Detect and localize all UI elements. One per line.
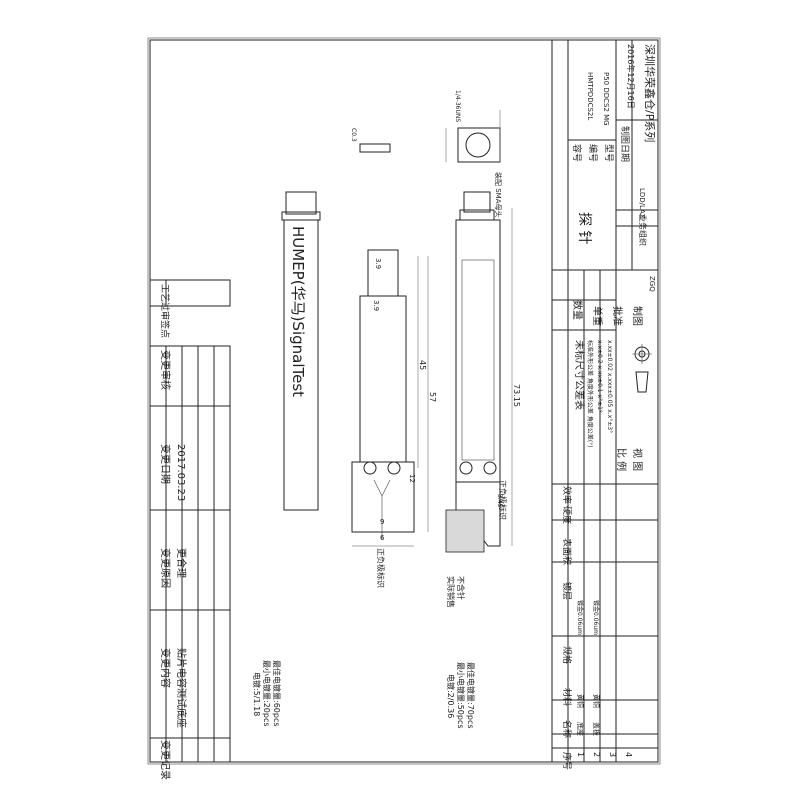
bom-header-no: 序号 [561,752,573,770]
change-header-review: 变更审核 [159,350,172,390]
dim-top: 3.9 [374,258,382,269]
process-label: 工艺过审签点 [159,284,171,338]
note-left-2: 最小电镀量:20pcs [262,660,272,727]
chamfer-note: C0.3 [350,128,357,142]
change-header-content: 变更内容 [159,648,172,688]
bom-header-hardness: 硬度 [561,506,573,524]
projection-symbol [632,344,652,393]
outer-border [147,37,661,765]
code-label: 容号 [571,144,583,162]
sma-note: 装配 SMA母头 [494,172,503,218]
bom-row2-no: 2 [592,752,601,757]
bom-header-plating: 镀层 [561,582,573,600]
dim-57: 57 [428,392,437,402]
change-row1-content: 贴片电容测试底座 [175,648,188,728]
tolerance-line-2: x.x±0.2 x.xx±0.1 x°±1° [596,340,603,413]
note-left-1: 电镀:5/1.18 [252,672,262,716]
bom-header-spec: 规格 [561,646,573,664]
small-part-view [351,249,429,547]
brand-marking: HUMEP(华马)SignalTest [289,226,307,397]
title-block [551,39,659,763]
dim-45: 45 [418,360,427,370]
unit-weight-label: 单重 [591,306,604,326]
pin-note-line-2: 不含针 [456,576,466,600]
approve-label: 批准 [611,306,624,326]
code-value: HMTPDDCS2L [586,72,594,120]
change-row1-reason: 更合理 [175,548,188,578]
tolerance-title: 未标尺寸公差表 [573,340,586,410]
date-value: 2016年12月16日 [626,44,636,109]
company-name: 深圳华荣鑫仓/P系列 [643,44,657,142]
chamfer-detail-view [359,143,391,153]
pin-tip-detail [445,509,485,553]
view-label: 视 图 [631,448,644,471]
polarity-label-2: 正负极标识 [498,480,508,520]
dim-3-45: 3.45 [496,494,503,508]
maker-value: ZGQ [648,276,656,292]
bom-header-name: 名称 [561,720,573,738]
bom-row2-material: 黄铜 [592,694,601,708]
bom-row1-name: 底座 [576,722,585,736]
polarity-label-1: 正负极标识 [376,548,386,588]
number-value: P50 DDCS2 MG [602,72,610,126]
probe-side-view [281,191,321,511]
thread-note: 1/4-36UNS [454,90,461,122]
make-label: 制图 [631,306,644,326]
bom-header-material: 材料 [561,688,573,706]
dim-12: 12 [408,474,416,483]
change-record-block [149,279,231,763]
dim-6: 6 [380,534,385,542]
change-header-date: 变更日期 [159,444,172,484]
dim-9: 9 [380,518,384,526]
bom-row2-name: 盖板 [592,722,601,736]
change-record-side-label: 变更记录 [159,740,172,780]
bom-row2-plating: 镀金0.06um [592,600,600,635]
bom-row4-no: 4 [624,752,633,757]
bom-row3-no: 3 [608,752,617,757]
bom-header-area: 表面积 [561,538,573,565]
note-right-2: 最小电镀量:50pcs [456,662,466,729]
sma-detail-view [445,110,501,163]
scale-label: 比 例 [615,448,628,471]
change-header-reason: 变更原因 [159,548,172,588]
tolerance-line-3: x.xx±0.02 x.xxx±0.05 x.x°±3° [606,340,613,433]
dim-73-15: 73.15 [512,384,521,407]
bom-row1-material: 黄铜 [576,694,585,708]
change-row1-date: 2017.03.23 [175,444,186,501]
bom-row1-no: 1 [576,752,585,757]
pin-note-line-1: 实际销售 [446,576,456,608]
number-label: 编号 [587,144,599,162]
bom-row1-plating: 镀金0.06um [576,600,584,635]
note-left-3: 最佳电镀量:60pcs [272,660,282,727]
product-name: 探 针 [576,212,592,244]
model-label: 型号 [603,144,614,162]
tolerance-line-1: 标准外形公差 角度外形公差 角度公差(°) [586,340,594,448]
dept-label: 业务组织 [638,214,648,246]
dept-value: LDD/LAZ [638,188,646,219]
note-right-3: 最佳电镀量:70pcs [466,662,476,729]
probe-main-view [445,191,513,553]
date-label: 制图日期 [619,126,631,162]
qty-label: 数量 [571,300,584,320]
note-right-1: 电镀:2/0.36 [446,674,456,718]
bom-header-efficiency: 效率 [561,486,573,504]
dim-3-9: 3.9 [372,300,380,311]
